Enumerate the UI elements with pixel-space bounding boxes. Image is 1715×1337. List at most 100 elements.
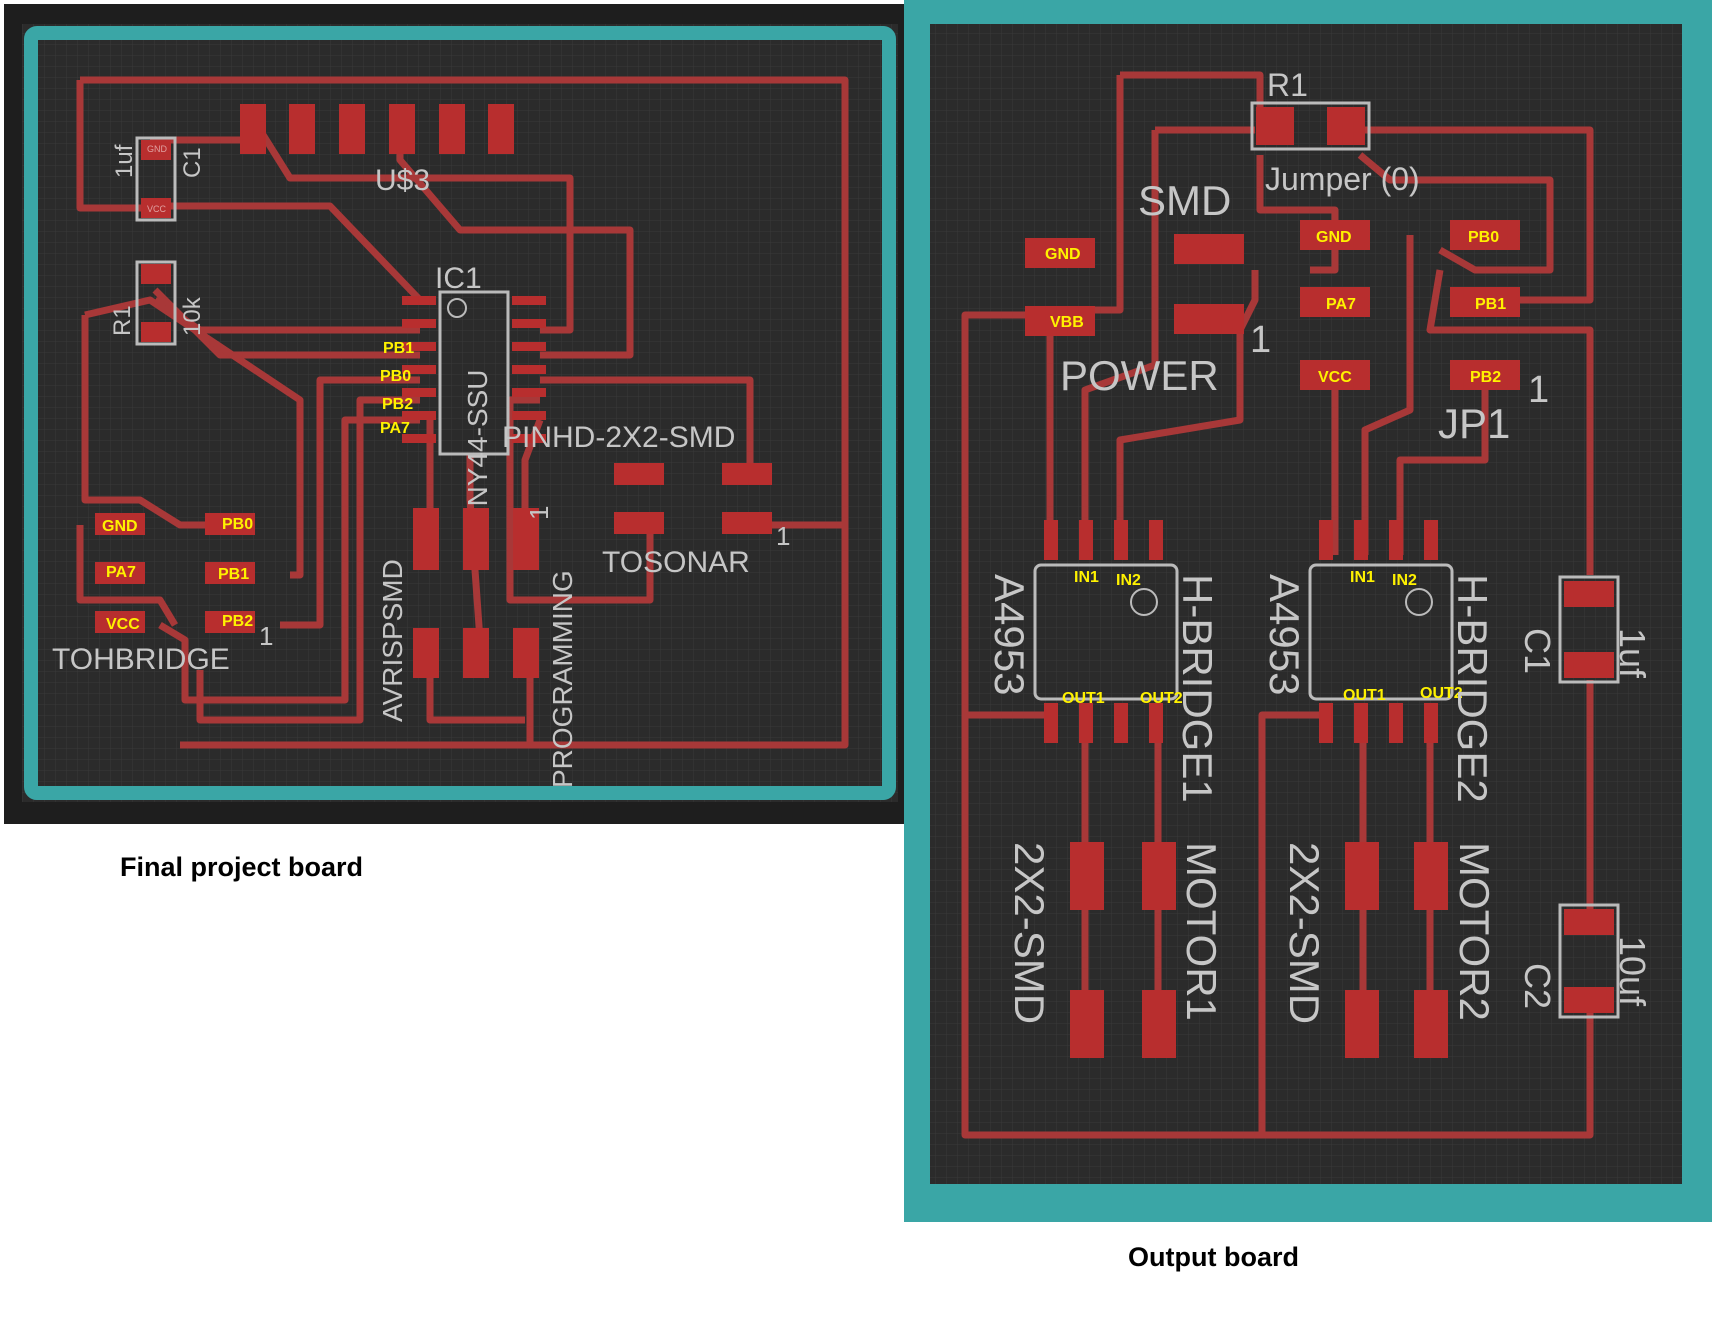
c1-outline: [135, 136, 177, 222]
hbridge2-outline: [1308, 563, 1454, 701]
tosonar-label: TOSONAR: [602, 546, 750, 579]
c2-outline: [1558, 903, 1620, 1019]
left-caption: Final project board: [120, 852, 364, 882]
hb-label-pb1: PB1: [218, 566, 249, 583]
r1-outline: [135, 260, 177, 346]
hb-label-pa7: PA7: [106, 564, 136, 581]
hb1-label-in1: IN1: [1074, 569, 1099, 586]
hbridge1-outline: [1033, 563, 1179, 701]
ic1-pads: [402, 296, 546, 443]
hb2-label-in1: IN1: [1350, 569, 1375, 586]
c2-ref: C2: [1517, 963, 1558, 1009]
motor2-part: 2X2-SMD: [1281, 842, 1328, 1024]
hb-label-pb0: PB0: [222, 516, 253, 533]
c1-pad-vcc: [141, 198, 171, 218]
board-outline: [24, 26, 896, 800]
hb1-label-in2: IN2: [1116, 572, 1141, 589]
jp1-label-pb2: PB2: [1470, 369, 1501, 386]
right-caption: Output board: [1128, 1242, 1299, 1272]
svg-text:VCC: VCC: [147, 204, 167, 214]
hb-label-gnd: GND: [102, 518, 138, 535]
r1-pad-1: [141, 264, 171, 284]
motor1-pads: [1070, 842, 1176, 1058]
hbridge1-pads: [1044, 520, 1163, 743]
sonar-pad-vcc: [722, 512, 772, 534]
motor2-ref: MOTOR2: [1451, 842, 1498, 1021]
power-pin1: 1: [1250, 319, 1271, 361]
power-label-gnd: GND: [1045, 246, 1081, 263]
ic1-ref: IC1: [435, 262, 482, 295]
svg-text:GND: GND: [147, 144, 168, 154]
jp1-label-gnd: GND: [1316, 229, 1352, 246]
output-board: R1 Jumper (0) GND VBB SMD POWER 1 GND PB…: [904, 0, 1712, 1222]
hb2-label-out2: OUT2: [1420, 685, 1463, 702]
jp1-pads: [1300, 220, 1520, 390]
avrisp-label: AVRISPSMD: [377, 559, 408, 722]
ic1-label-pb1: PB1: [383, 340, 414, 357]
jp1-label-pa7: PA7: [1326, 296, 1356, 313]
smd-label: SMD: [1138, 177, 1231, 224]
tohbridge-label: TOHBRIDGE: [52, 643, 230, 676]
hb1-label-out1: OUT1: [1062, 690, 1105, 707]
jp1-label-vcc: VCC: [1318, 369, 1352, 386]
hb2-part: A4953: [1261, 574, 1308, 695]
c1-pad-gnd: [141, 140, 171, 160]
ic1-outline: [438, 290, 510, 456]
sonar-pad-echo: [614, 463, 664, 485]
tosonar-pin1: 1: [776, 521, 790, 551]
r1-pad-1: [1256, 107, 1294, 145]
final-project-board: GND VCC 1uf C1 R1 10k U$3: [4, 4, 904, 824]
c1-outline: [1558, 575, 1620, 684]
jp1-pin1: 1: [1528, 369, 1549, 411]
c2-pad-2: [1564, 987, 1614, 1013]
power-pad-3: [1174, 234, 1244, 264]
u3-header-pads: [240, 104, 514, 154]
c1-ref: C1: [1517, 628, 1558, 674]
motor1-ref: MOTOR1: [1178, 842, 1225, 1021]
u3-ref: U$3: [375, 164, 430, 197]
c1-pad-2: [1564, 652, 1614, 678]
r1-ref: R1: [109, 305, 136, 336]
traces: [76, 76, 849, 749]
jumper-label: Jumper (0): [1265, 161, 1420, 197]
pinhd-label: PINHD-2X2-SMD: [502, 421, 735, 454]
programming-label: PROGRAMMING: [547, 570, 578, 788]
jp1-label-pb1: PB1: [1475, 296, 1506, 313]
r1-value: 10k: [179, 296, 206, 336]
hb1-ref: H-BRIDGE1: [1174, 574, 1221, 803]
r1-pad-2: [1327, 107, 1365, 145]
c2-value: 10uf: [1612, 936, 1653, 1007]
ic1-label-pa7: PA7: [380, 420, 410, 437]
hb-label-pb2: PB2: [222, 613, 253, 630]
motor2-pads: [1345, 842, 1448, 1058]
c2-pad-1: [1564, 909, 1614, 935]
avrisp-pin1: 1: [524, 506, 554, 520]
hb2-ref: H-BRIDGE2: [1449, 574, 1496, 803]
power-pad-vbb: [1025, 306, 1095, 336]
sonar-pad-trig: [722, 463, 772, 485]
hbridge2-pads: [1319, 520, 1438, 743]
c1-ref: C1: [179, 147, 206, 178]
c1-value: 1uf: [111, 144, 138, 178]
motor1-part: 2X2-SMD: [1006, 842, 1053, 1024]
c1-pad-1: [1564, 581, 1614, 607]
hb1-label-out2: OUT2: [1140, 690, 1183, 707]
hb1-part: A4953: [986, 574, 1033, 695]
jp1-label-pb0: PB0: [1468, 229, 1499, 246]
avrisp-pads: [413, 508, 539, 678]
hb-label-vcc: VCC: [106, 616, 140, 633]
power-label-vbb: VBB: [1050, 314, 1084, 331]
power-label: POWER: [1060, 352, 1219, 399]
power-pad-1: [1174, 304, 1244, 334]
r1-outline: [1250, 101, 1371, 151]
tohbridge-pin1: 1: [259, 621, 273, 651]
hb2-label-in2: IN2: [1392, 572, 1417, 589]
r1-pad-2: [141, 322, 171, 342]
r1-ref: R1: [1267, 67, 1308, 103]
tohbridge-pads: [95, 513, 255, 633]
power-pad-gnd: [1025, 238, 1095, 268]
ic1-label-pb2: PB2: [382, 396, 413, 413]
ic1-label-pb0: PB0: [380, 368, 411, 385]
jp1-ref: JP1: [1438, 400, 1510, 447]
